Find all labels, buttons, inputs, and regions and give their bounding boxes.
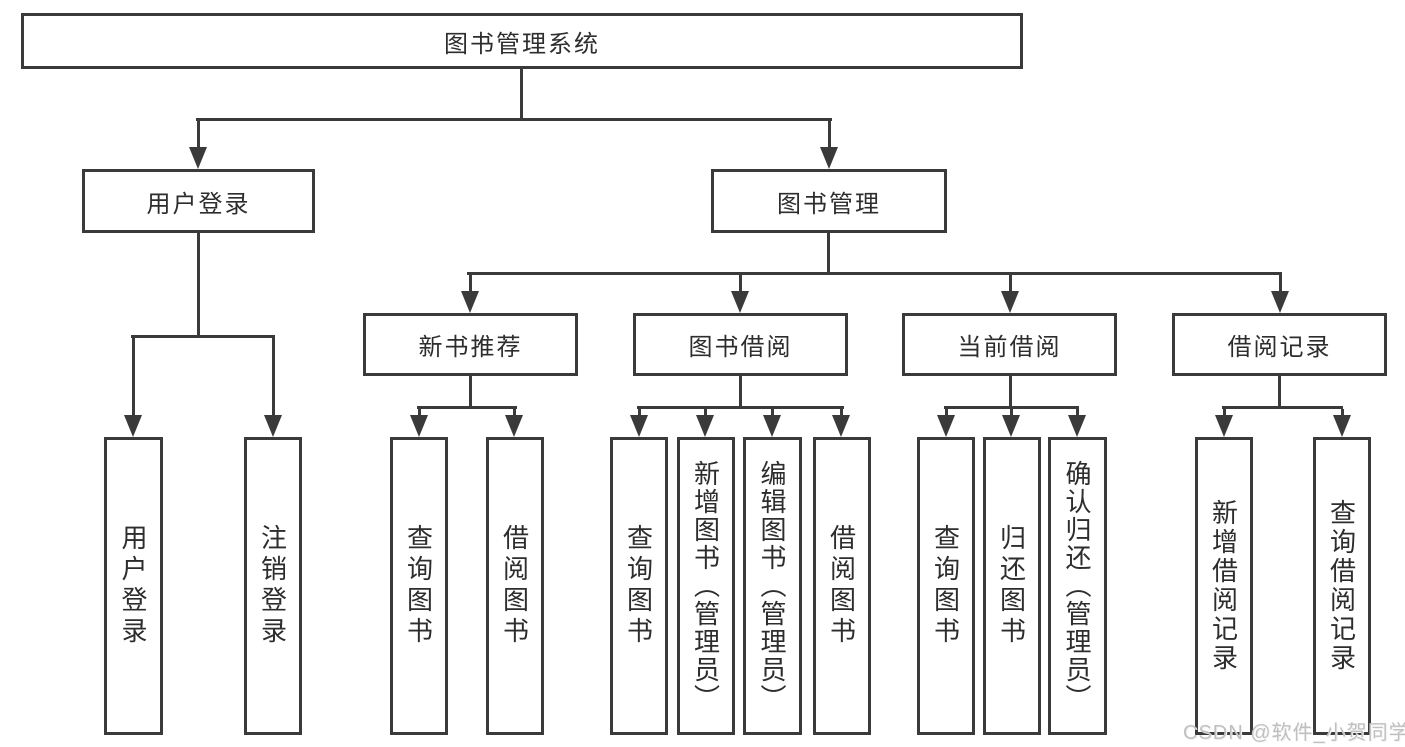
node-label: 注销登录 [257,524,288,648]
connector-arrow-line [638,409,641,417]
arrowhead-down-icon [1333,415,1351,437]
node-label: 查询图书 [403,524,434,648]
node-label: 查询图书 [930,524,961,648]
node-label: 图书管理系统 [444,30,600,58]
arrowhead-down-icon [124,415,142,437]
node-user-login: 用户登录 [82,169,315,233]
node-label: 图书借阅 [688,334,793,361]
connector-stub [469,376,472,409]
connector-branch [637,406,844,409]
node-leaf-query-books-2: 查询图书 [610,437,668,735]
connector-branch [417,406,517,409]
connector-arrow-line [1010,409,1013,417]
arrowhead-down-icon [832,415,850,437]
connector-stub [739,376,742,409]
connector-user-login-stub [197,233,200,338]
node-book-management: 图书管理 [711,169,947,233]
arrowhead-down-icon [264,415,282,437]
connector-arrow-line [132,338,135,415]
node-label: 查询图书 [623,524,654,648]
connector-arrow-line [704,409,707,417]
node-library-system: 图书管理系统 [21,13,1023,69]
arrowhead-down-icon [410,415,428,437]
arrowhead-down-icon [1068,415,1086,437]
connector-arrow-line [739,275,742,291]
arrowhead-down-icon [461,291,479,313]
node-label: 新书推荐 [418,334,523,361]
node-leaf-query-books-3: 查询图书 [917,437,975,735]
node-label: 借阅图书 [499,524,530,648]
connector-arrow-line [272,338,275,415]
connector-arrow-line [771,409,774,417]
connector-arrow-line [840,409,843,417]
csdn-watermark: CSDN @软件_小贺同学 [1183,722,1405,744]
arrowhead-down-icon [1271,291,1289,313]
connector-arrow-line [513,409,516,417]
arrowhead-down-icon [505,415,523,437]
node-label: 编辑图书（管理员） [757,460,787,712]
node-label: 确认归还（管理员） [1062,460,1092,712]
connector-stub [1278,376,1281,409]
node-label: 归还图书 [996,524,1027,648]
node-label: 新增图书（管理员） [690,460,721,712]
connector-arrow-line [469,275,472,291]
connector-arrow-line [1279,275,1282,291]
node-label: 当前借阅 [957,334,1062,361]
connector-user-login-branch [131,335,275,338]
node-leaf-add-borrow-record: 新增借阅记录 [1195,437,1253,735]
connector-arrow-line [1009,275,1012,291]
node-book-borrowing: 图书借阅 [633,313,848,376]
node-leaf-borrow-books-1: 借阅图书 [486,437,544,735]
node-new-book-recommend: 新书推荐 [363,313,578,376]
arrowhead-down-icon [1002,415,1020,437]
node-leaf-add-books-admin: 新增图书（管理员） [677,437,735,735]
connector-arrow-line [1076,409,1079,417]
arrowhead-down-icon [763,415,781,437]
arrowhead-down-icon [1001,291,1019,313]
connector-branch [944,406,1079,409]
node-label: 新增借阅记录 [1208,499,1239,673]
arrowhead-down-icon [1215,415,1233,437]
connector-level1-branch [196,118,832,121]
node-leaf-user-login: 用户登录 [104,437,163,735]
arrowhead-down-icon [696,415,714,437]
arrowhead-down-icon [189,147,207,169]
connector-arrow-line [828,121,831,147]
node-leaf-borrow-books-2: 借阅图书 [813,437,871,735]
arrowhead-down-icon [820,147,838,169]
node-leaf-confirm-return-admin: 确认归还（管理员） [1048,437,1107,735]
node-label: 查询借阅记录 [1326,499,1357,673]
node-current-borrowing: 当前借阅 [902,313,1117,376]
node-label: 用户登录 [146,190,251,218]
node-leaf-logout: 注销登录 [244,437,302,735]
arrowhead-down-icon [630,415,648,437]
node-borrowing-records: 借阅记录 [1172,313,1387,376]
node-leaf-query-borrow-record: 查询借阅记录 [1313,437,1371,735]
connector-stub [1009,376,1012,409]
node-leaf-edit-books-admin: 编辑图书（管理员） [743,437,802,735]
arrowhead-down-icon [731,291,749,313]
connector-root-stub [520,69,523,121]
connector-arrow-line [1341,409,1344,417]
connector-branch [1222,406,1343,409]
connector-arrow-line [945,409,948,417]
node-leaf-return-books: 归还图书 [983,437,1041,735]
node-label: 图书管理 [777,190,881,218]
node-label: 借阅图书 [826,524,857,648]
arrowhead-down-icon [937,415,955,437]
connector-arrow-line [1223,409,1226,417]
node-label: 用户登录 [118,524,148,648]
connector-arrow-line [418,409,421,417]
connector-book-mgmt-stub [827,233,830,275]
node-leaf-query-books-1: 查询图书 [390,437,448,735]
node-label: 借阅记录 [1227,334,1332,361]
connector-arrow-line [197,121,200,147]
connector-level3-branch [467,272,1282,275]
